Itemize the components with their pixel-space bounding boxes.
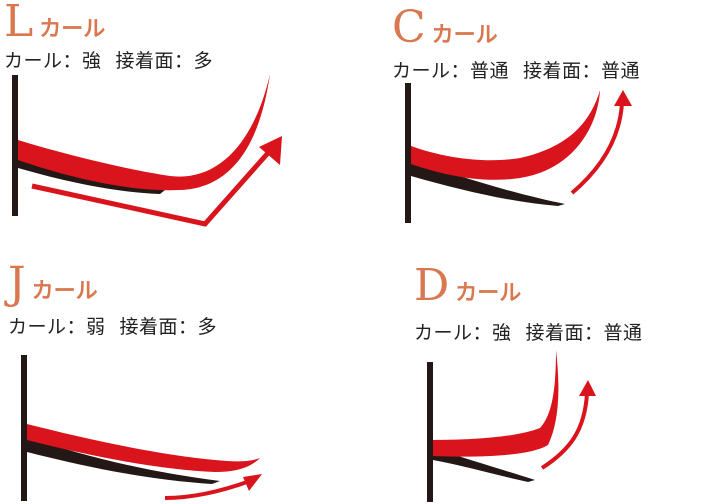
curl-direction-arrow [164, 479, 251, 500]
adhesion-area-spec: 接着面：普通 [525, 322, 643, 344]
extension-lash-shape [18, 74, 270, 191]
curl-spec-line: カール：普通接着面：普通 [392, 56, 640, 83]
arrow-head [614, 90, 632, 106]
curl-spec-line: カール：弱接着面：多 [8, 312, 217, 339]
curl-title-label: カール [455, 281, 522, 306]
curl-spec-line: カール：強接着面：普通 [414, 318, 643, 345]
curl-type-letter: L [4, 0, 34, 47]
curl-strength-spec: カール：普通 [392, 60, 510, 82]
natural-lash-shape [18, 150, 165, 194]
extension-lash-shape [27, 424, 260, 472]
curl-strength-spec: カール：強 [414, 322, 512, 344]
eyelid-line [405, 83, 411, 223]
adhesion-area-spec: 接着面：多 [115, 50, 214, 72]
natural-lash-shape [411, 160, 565, 206]
natural-lash-shape [27, 437, 220, 484]
curl-type-letter: C [392, 2, 426, 53]
curl-direction-arrow [540, 392, 589, 470]
curl-title-label: カール [31, 279, 98, 304]
curl-strength-spec: カール：弱 [8, 316, 106, 338]
curl-direction-arrow [31, 151, 270, 227]
extension-lash-shape [411, 90, 600, 180]
curl-direction-arrow [570, 102, 624, 195]
curl-type-letter: D [414, 260, 450, 311]
adhesion-area-spec: 接着面：多 [119, 316, 218, 338]
extension-lash-shape [433, 350, 559, 457]
arrow-head [259, 136, 282, 165]
curl-type-letter: J [8, 258, 26, 309]
eyelid-line [12, 75, 18, 216]
curl-spec-line: カール：強接着面：多 [4, 46, 213, 73]
eyelid-line [21, 355, 27, 501]
adhesion-area-spec: 接着面：普通 [523, 60, 641, 82]
curl-title-label: カール [39, 17, 106, 42]
eyelid-line [427, 362, 433, 502]
arrow-head [243, 474, 262, 491]
curl-strength-spec: カール：強 [4, 50, 102, 72]
arrow-head [579, 380, 596, 396]
curl-title-label: カール [431, 23, 498, 48]
